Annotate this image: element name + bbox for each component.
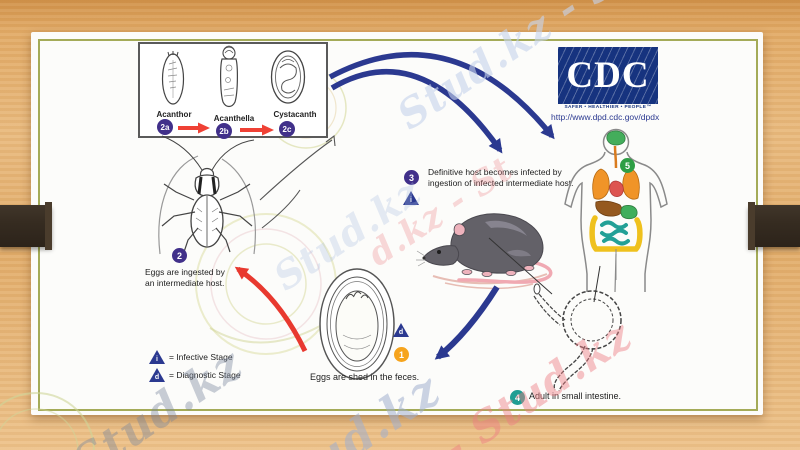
stage-arrow-1-icon	[178, 122, 210, 134]
cdc-tagline: SAFER • HEALTHIER • PEOPLE™	[564, 105, 652, 110]
acanthor-drawing	[161, 51, 185, 105]
step-4-text: Adult in small intestine.	[529, 391, 622, 401]
stage-label-acanthella: Acanthella	[213, 114, 255, 123]
cdc-url-link[interactable]: http://www.dpd.cdc.gov/dpdx	[551, 112, 660, 122]
cdc-logo-text: CDC	[566, 55, 650, 96]
step-5-number: 5	[620, 158, 635, 173]
acanthella-drawing	[220, 45, 238, 108]
arrow-egg-to-roach	[234, 266, 308, 353]
step-3-number: 3	[404, 170, 419, 185]
arrow-host-to-egg	[434, 285, 500, 360]
adult-worm-drawing	[533, 283, 622, 392]
step-2-text: Eggs are ingested by an intermediate hos…	[145, 267, 225, 288]
legend-diagnostic-text: = Diagnostic Stage	[169, 370, 241, 380]
right-clip	[748, 202, 800, 250]
human-anatomy-drawing	[564, 128, 668, 293]
stage-number-2b: 2b	[216, 123, 232, 139]
step-1-number: 1	[394, 347, 409, 362]
step-3-text: Definitive host becomes infected by inge…	[428, 167, 574, 188]
leader-line-rat-worm	[488, 237, 553, 295]
left-clip	[0, 202, 52, 250]
egg-drawing	[319, 268, 395, 380]
cdc-logo: CDC	[558, 47, 658, 104]
step-2-number: 2	[172, 248, 187, 263]
rat-drawing	[416, 213, 553, 290]
stage-number-2a: 2a	[157, 119, 173, 135]
step-1-text: Eggs are shed in the feces.	[310, 372, 420, 382]
legend-infective-text: = Infective Stage	[169, 352, 233, 362]
stage-label-acanthor: Acanthor	[156, 110, 192, 119]
arrow-box-to-human	[328, 51, 555, 140]
step-4-number: 4	[510, 390, 525, 405]
leader-line-human-worm	[593, 265, 601, 303]
arrow-box-to-rat	[330, 69, 503, 154]
